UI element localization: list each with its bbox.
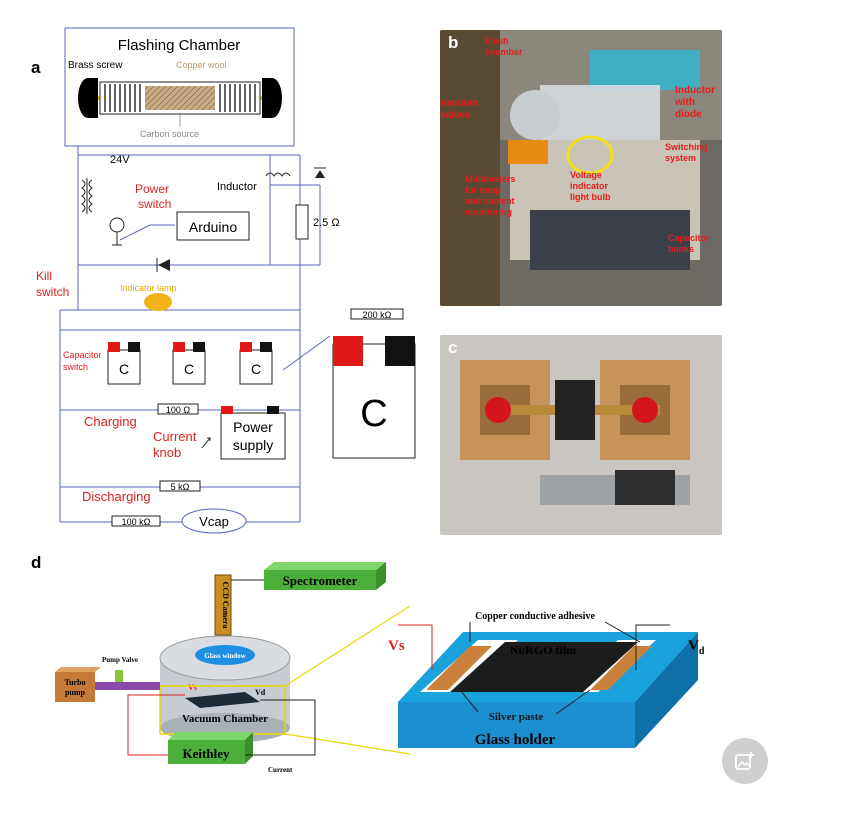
charging-label: Charging (84, 414, 137, 429)
spectrometer-label: Spectrometer (283, 573, 358, 588)
indicator-lamp-label: Indicator lamp (120, 283, 177, 293)
carbon-tube (78, 78, 282, 118)
power-supply-box: Power supply (220, 406, 286, 460)
resistor-200k (350, 308, 404, 320)
resistor-100k-label: 100 kΩ (122, 517, 151, 527)
vacuum-chamber-label: Vacuum Chamber (182, 713, 268, 725)
turbo-pump: Turbo pump (55, 667, 101, 702)
ccd-label: CCD Camera (221, 582, 230, 629)
resistor-5k (159, 480, 201, 492)
spectrometer-box: Spectrometer (264, 562, 386, 590)
pump-pipe (95, 682, 160, 690)
resistor-2-5-label: 2.5 Ω (313, 217, 340, 229)
capacitor-switch-label-1: Capacitor (63, 350, 102, 360)
glass-holder-label: Glass holder (475, 732, 556, 748)
brass-screw-label: Brass screw (68, 60, 123, 71)
circuit-wires (59, 146, 331, 523)
capacitor-1: C (107, 342, 141, 385)
inductor-icon (265, 172, 291, 177)
resistor-5k-label: 5 kΩ (171, 482, 190, 492)
cap-1-label: C (119, 361, 129, 377)
resistor-100k (111, 515, 161, 527)
add-image-button[interactable] (722, 738, 768, 784)
knob-icon (201, 437, 211, 449)
turbo-label-1: Turbo (64, 678, 85, 687)
arduino-box (176, 211, 250, 241)
power-switch-label-1: Power (135, 182, 169, 196)
kill-switch-label-2: switch (36, 285, 69, 299)
diode-icon (314, 167, 326, 178)
keithley-label: Keithley (183, 746, 230, 761)
keithley-box: Keithley (168, 732, 253, 764)
resistor-100 (157, 403, 199, 415)
copper-wool-label: Copper wool (176, 60, 227, 70)
power-supply-label-2: supply (233, 437, 273, 453)
resistor-2-5 (295, 204, 309, 240)
setup-diagram: d CCD Camera Spectrometer Glass window V… (31, 553, 705, 774)
vd-small-label: Vd (255, 688, 266, 697)
vacuum-chamber: Glass window Vs Vd Vacuum Chamber (159, 635, 291, 743)
chamber-title: Flashing Chamber (118, 37, 241, 54)
resistor-200k-label: 200 kΩ (363, 310, 392, 320)
copper-adhesive-label: Copper conductive adhesive (475, 611, 595, 622)
current-knob-label-1: Current (153, 429, 197, 444)
panel-label-c: c (448, 338, 458, 357)
add-image-icon (735, 752, 754, 770)
indicator-lamp (144, 293, 172, 311)
transformer-icon (81, 178, 93, 214)
power-switch-label-2: switch (138, 197, 171, 211)
carbon-source-label: Carbon source (140, 129, 199, 139)
photo-b-scene (440, 30, 722, 306)
silver-paste-label: Silver paste (489, 711, 544, 723)
voltage-24-label: 24V (110, 154, 130, 166)
current-label: Current (268, 766, 293, 774)
relay-icon (109, 217, 125, 233)
cap-2-label: C (184, 361, 194, 377)
power-supply-label-1: Power (233, 419, 273, 435)
current-knob-label-2: knob (153, 445, 181, 460)
inductor-label: Inductor (217, 181, 257, 193)
diode-2-icon (156, 258, 170, 272)
discharging-label: Discharging (82, 489, 151, 504)
panel-label-d: d (31, 553, 41, 572)
resistor-100-label: 100 Ω (166, 405, 191, 415)
turbo-label-2: pump (65, 688, 86, 697)
photo-c: c (440, 335, 722, 535)
capacitor-2: C (172, 342, 206, 385)
pump-valve-label: Pump Valve (102, 656, 138, 664)
photo-c-scene (460, 360, 690, 505)
vd-label: Vd (688, 638, 705, 657)
vcap-label: Vcap (199, 514, 229, 529)
glass-window-label: Glass window (204, 652, 246, 660)
ccd-camera: CCD Camera (214, 574, 232, 636)
big-cap-label: C (360, 393, 387, 435)
capacitor-switch-label-2: switch (63, 362, 88, 372)
capacitor-detail: C (332, 336, 416, 459)
kill-switch-label-1: Kill (36, 269, 52, 283)
cap-3-label: C (251, 361, 261, 377)
flashing-chamber-frame (64, 27, 295, 147)
circuit-diagram: a Flashing Chamber Brass screw Copper wo… (31, 27, 416, 534)
arduino-label: Arduino (189, 219, 237, 235)
film-label: Ni/RGO film (510, 643, 576, 657)
capacitor-3: C (239, 342, 273, 385)
vs-small-label: Vs (188, 683, 197, 692)
panel-label-b: b (448, 33, 459, 52)
vs-label: Vs (388, 638, 405, 654)
panel-label-a: a (31, 58, 41, 77)
vcap-meter (181, 508, 247, 534)
